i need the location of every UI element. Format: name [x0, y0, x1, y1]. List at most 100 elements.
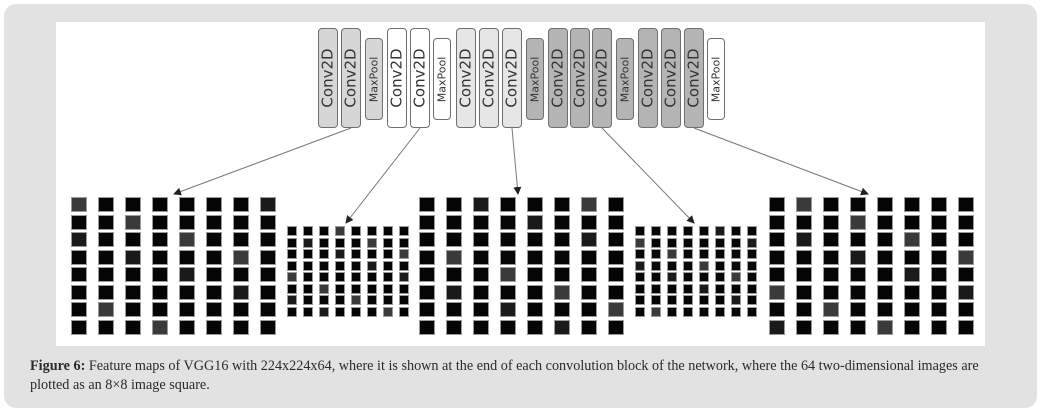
feature-map-cell: [352, 273, 360, 281]
feature-map-cell: [180, 320, 194, 334]
layer-label: Conv2D: [593, 48, 612, 108]
feature-map-cell: [748, 273, 756, 281]
feature-map-cell: [288, 296, 296, 304]
feature-map-cell: [447, 303, 461, 316]
feature-map-cell: [824, 268, 838, 281]
arrow-block-3: [511, 127, 522, 195]
feature-map-cell: [555, 303, 569, 316]
feature-map-cell: [234, 250, 248, 264]
maxpool-layer: MaxPool: [616, 38, 634, 120]
feature-map-cell: [636, 227, 644, 235]
feature-map-cell: [770, 285, 784, 299]
feature-map-cell: [501, 285, 515, 299]
feature-map-cell: [878, 233, 892, 246]
feature-map-cell: [72, 198, 86, 211]
feature-map-cell: [959, 250, 973, 264]
feature-map-cell: [700, 296, 708, 304]
feature-map-cell: [99, 215, 113, 229]
feature-map-cell: [368, 307, 376, 316]
feature-map-cell: [304, 227, 312, 235]
feature-map-cell: [336, 307, 344, 316]
feature-map-cell: [99, 320, 113, 334]
feature-map-cell: [352, 227, 360, 235]
feature-map-cell: [932, 285, 946, 299]
conv2d-layer: Conv2D: [684, 28, 704, 128]
feature-map-cell: [72, 320, 86, 334]
conv2d-layer: Conv2D: [341, 28, 361, 128]
feature-map-cell: [352, 238, 360, 247]
feature-map-cell: [652, 238, 660, 247]
feature-map-cell: [668, 261, 676, 270]
feature-map-cell: [824, 303, 838, 316]
feature-map-cell: [668, 284, 676, 293]
layer-label: MaxPool: [709, 56, 723, 102]
feature-map-cell: [501, 268, 515, 281]
feature-map-cell: [878, 285, 892, 299]
feature-map-cell: [732, 273, 740, 281]
feature-map-cell: [878, 303, 892, 316]
feature-map-cell: [72, 285, 86, 299]
feature-map-cell: [420, 233, 434, 246]
feature-map-cell: [716, 250, 724, 258]
feature-map-cell: [501, 198, 515, 211]
feature-map-cell: [153, 250, 167, 264]
feature-map-cell: [905, 268, 919, 281]
feature-map-cell: [700, 307, 708, 316]
feature-map-cell: [684, 284, 692, 293]
feature-map-cell: [668, 273, 676, 281]
feature-map-cell: [180, 285, 194, 299]
feature-map-cell: [528, 233, 542, 246]
feature-map-cell: [320, 284, 328, 293]
feature-map-cell: [420, 285, 434, 299]
feature-map-cell: [770, 268, 784, 281]
feature-map-cell: [700, 238, 708, 247]
feature-map-cell: [609, 233, 623, 246]
feature-map-cell: [99, 285, 113, 299]
feature-map-cell: [352, 296, 360, 304]
feature-map-cell: [932, 198, 946, 211]
feature-map-cell: [126, 268, 140, 281]
feature-map-cell: [400, 284, 408, 293]
feature-map-cell: [652, 250, 660, 258]
feature-map-cell: [320, 273, 328, 281]
feature-map-cell: [368, 273, 376, 281]
feature-map-cell: [180, 303, 194, 316]
feature-map-cell: [126, 285, 140, 299]
feature-map-cell: [959, 285, 973, 299]
feature-map-cell: [336, 284, 344, 293]
feature-map-cell: [474, 268, 488, 281]
feature-map-cell: [748, 284, 756, 293]
feature-map-cell: [684, 307, 692, 316]
feature-map-cell: [288, 307, 296, 316]
feature-map-cell: [400, 238, 408, 247]
feature-map-cell: [447, 268, 461, 281]
feature-map-cell: [555, 233, 569, 246]
feature-map-cell: [609, 268, 623, 281]
feature-map-cell: [851, 285, 865, 299]
feature-map-cell: [207, 198, 221, 211]
feature-map-cell: [684, 238, 692, 247]
feature-map-cell: [400, 307, 408, 316]
feature-map-cell: [420, 215, 434, 229]
feature-map-cell: [932, 215, 946, 229]
feature-map-cell: [234, 320, 248, 334]
feature-map-cell: [932, 320, 946, 334]
feature-map-cell: [582, 320, 596, 334]
feature-map-cell: [474, 303, 488, 316]
feature-map-cell: [420, 320, 434, 334]
feature-map-cell: [126, 215, 140, 229]
feature-map-cell: [609, 198, 623, 211]
feature-map-cell: [797, 198, 811, 211]
conv2d-layer: Conv2D: [387, 28, 407, 128]
feature-map-cell: [700, 284, 708, 293]
layer-label: MaxPool: [435, 56, 449, 102]
feature-map-cell: [320, 296, 328, 304]
feature-map-cell: [555, 268, 569, 281]
feature-map-cell: [959, 215, 973, 229]
feature-map-cell: [770, 233, 784, 246]
feature-map-cell: [288, 261, 296, 270]
feature-map-cell: [582, 250, 596, 264]
feature-map-cell: [555, 250, 569, 264]
